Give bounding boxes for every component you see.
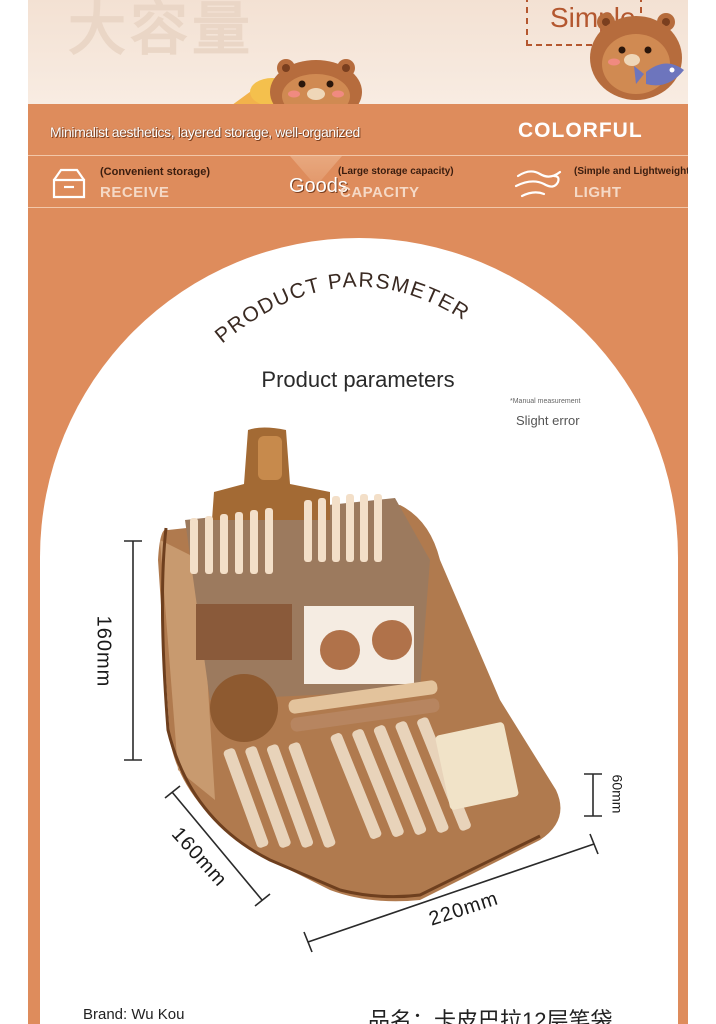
colorful-heading: COLORFUL <box>518 119 643 142</box>
tagline: Minimalist aesthetics, layered storage, … <box>50 124 360 140</box>
divider-bottom <box>28 207 688 208</box>
hero-banner: 大容量 Simple <box>28 0 688 104</box>
manual-measurement-note: *Manual measurement <box>510 398 581 405</box>
divider-top <box>28 155 688 156</box>
width-line <box>307 843 595 943</box>
sticky-note-pad <box>435 722 519 810</box>
pen-row-top-right <box>304 494 382 562</box>
thickness-dimension: 60mm <box>609 774 626 814</box>
wind-icon <box>514 170 562 198</box>
feature-receive: (Convenient storage) RECEIVE <box>50 160 270 206</box>
feature-capacity-cn: (Large storage capacity) <box>338 166 454 177</box>
slight-error-note: Slight error <box>516 413 580 428</box>
feature-light-en: LIGHT <box>574 184 622 201</box>
feature-capacity-en: CAPACITY <box>340 184 420 201</box>
brand-label: Brand: Wu Kou <box>83 1006 185 1023</box>
feature-receive-en: RECEIVE <box>100 184 170 201</box>
height-dimension: 160mm <box>92 615 115 688</box>
plush-capybara-icon <box>210 674 278 742</box>
zipper-line <box>160 527 541 899</box>
parameters-title: Product parameters <box>261 367 455 392</box>
feature-receive-cn: (Convenient storage) <box>100 166 211 178</box>
capybara-fish-icon <box>590 13 684 100</box>
banner-title: 大容量 <box>68 0 255 63</box>
product-name: 品名：卡皮巴拉12层笔袋 <box>368 1008 613 1024</box>
depth-line <box>171 791 263 901</box>
pen-row-front <box>223 717 471 848</box>
pen-row-top-left <box>190 508 273 574</box>
storage-box-icon <box>52 168 86 199</box>
feature-light-cn: (Simple and Lightweight) <box>574 166 688 177</box>
feature-light: (Simple and Lightweight) LIGHT <box>514 160 688 206</box>
product-page: 大容量 Simple <box>28 0 688 1024</box>
capybara-mascot-icon <box>233 59 362 104</box>
notebook <box>196 604 292 660</box>
goods-label: Goods <box>289 175 348 197</box>
feature-capacity: (Large storage capacity) CAPACITY <box>338 160 488 206</box>
